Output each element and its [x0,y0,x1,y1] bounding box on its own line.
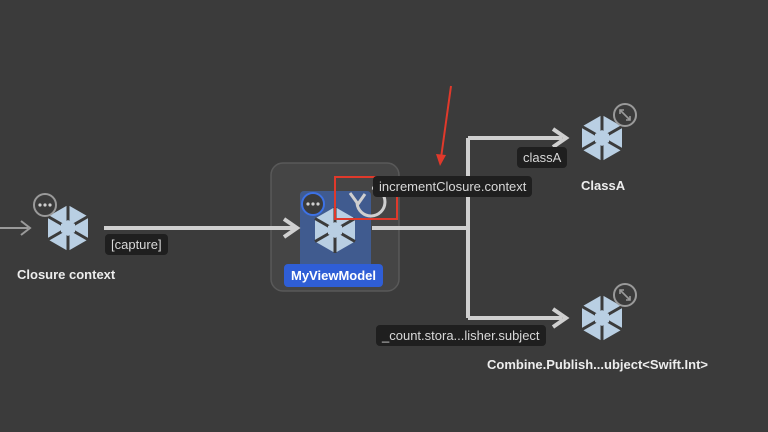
annotation-highlight-box [334,176,398,220]
capture-edge-arrowhead [282,217,301,239]
increment-edge-label[interactable]: incrementClosure.context [373,176,533,197]
classA-edge-arrowhead [551,127,570,149]
subject-edge-arrowhead [551,307,570,329]
classA-edge-label[interactable]: classA [517,147,568,168]
subject-edge-label[interactable]: _count.stora...lisher.subject [376,325,546,346]
annotation-arrow [440,85,452,159]
view-model-label[interactable]: MyViewModel [284,264,384,287]
annotation-arrowhead [436,154,446,166]
ellipsis-icon[interactable] [301,192,325,216]
incoming-edge-arrowhead [20,220,32,236]
closure-context-label[interactable]: Closure context [17,267,116,282]
class-a-label[interactable]: ClassA [581,178,626,193]
expand-arrows-icon[interactable] [613,103,637,127]
capture-edge-label[interactable]: [capture] [105,234,168,255]
publisher-label[interactable]: Combine.Publish...ubject<Swift.Int> [487,357,709,372]
ellipsis-icon[interactable] [33,193,57,217]
expand-arrows-icon[interactable] [613,283,637,307]
